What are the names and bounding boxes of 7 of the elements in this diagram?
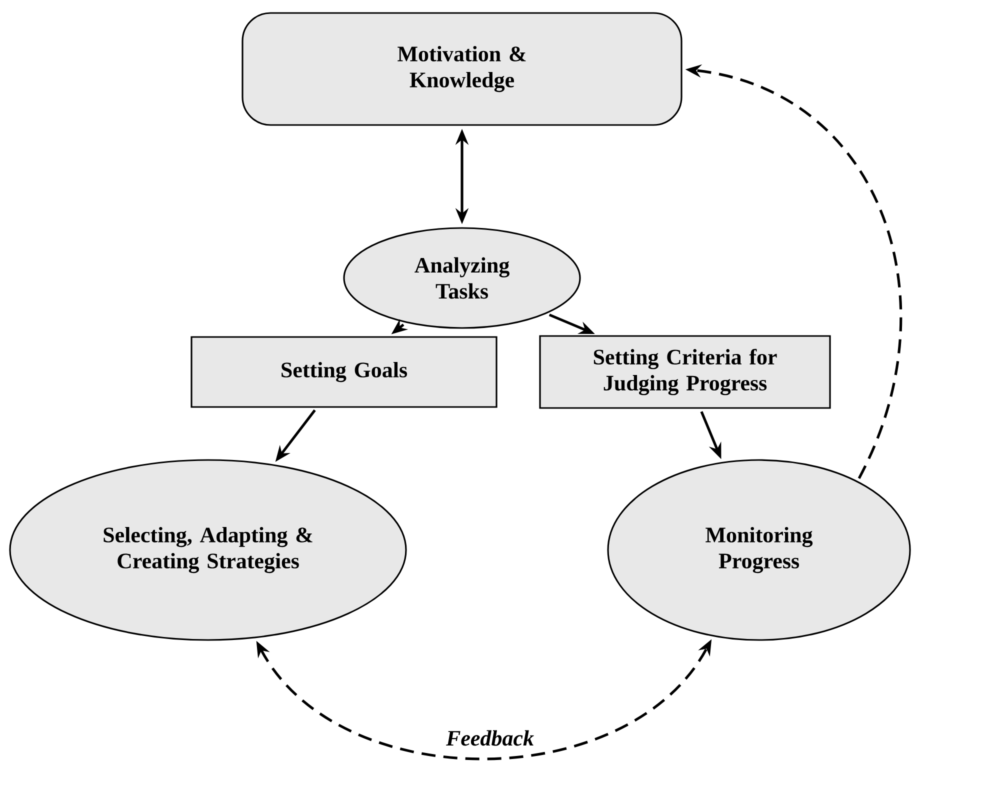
process-box: Setting Criteria for Judging Progress — [539, 335, 831, 409]
edge-label: Feedback — [444, 728, 536, 748]
process-box: Setting Goals — [190, 336, 498, 408]
rounded-box: Motivation & Knowledge — [242, 12, 682, 126]
ellipse-node: Selecting, Adapting & Creating Strategies — [9, 459, 407, 641]
ellipse-node: Analyzing Tasks — [343, 227, 581, 329]
ellipse-node: Monitoring Progress — [607, 459, 911, 641]
